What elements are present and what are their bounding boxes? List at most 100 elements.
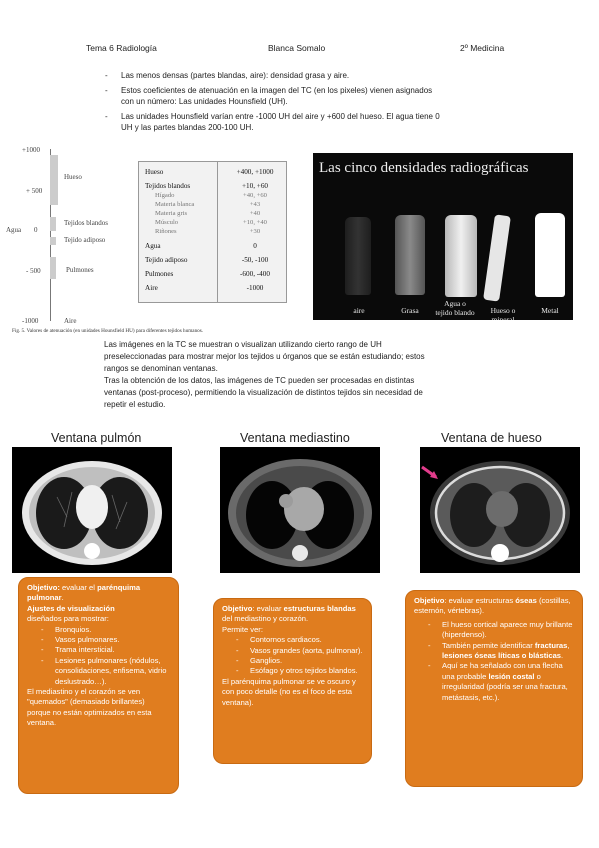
scale-hueso: Hueso [64,173,82,181]
table-tissue-name: Materia gris [155,210,188,217]
table-tissue-name: Pulmones [145,270,174,278]
header-left: Tema 6 Radiología [86,43,157,53]
label-metal: Metal [541,306,559,315]
ct-mediastinum-drawing [228,459,372,567]
box2-objetivo-rest: del mediastino y corazón. [222,614,309,624]
photo-title: Las cinco densidades radiográficas [319,160,529,176]
scale-tejido-adiposo: Tejido adiposo [64,236,106,244]
box3-item-2-fracturas: fracturas [534,640,568,650]
table-tissue-name: Aire [145,284,158,292]
title-ventana-hueso: Ventana de hueso [441,431,542,445]
ct-lung-window [12,447,172,573]
box3-item-3-post: o irregularidad (podría ser una fractura… [442,671,568,702]
box3-item-3-lesion: lesión costal [488,671,535,681]
bullet-2-cont: con un número: Las unidades Hounsfield (… [121,97,288,106]
box1-objetivo-bold: parénquima pulmonar [27,583,141,603]
box1-item-3: Trama intersticial. [55,645,115,655]
box2-objetivo-bold: estructuras blandas [283,604,356,613]
box2-permite: Permite ver: [222,624,263,634]
bone-object [483,214,511,302]
bullet-3: Las unidades Hounsfield varían entre -10… [121,111,440,121]
label-hueso: Hueso o mineral [490,306,516,320]
ct-bone-window [420,447,580,573]
five-densities-photo: Las cinco densidades radiográficas aire … [313,153,573,320]
box3-objetivo-rest: (costillas, esternón, vértebras). [414,596,571,616]
para-line-4: Tras la obtención de los datos, las imág… [104,376,415,385]
title-ventana-pulmon: Ventana pulmón [51,431,142,445]
para-line-2: preseleccionadas para mostrar mejor los … [104,352,425,361]
bottle-fat [395,215,425,295]
bottle-air [345,217,371,295]
box-mediastinum-window: Objetivo: evaluar estructuras blandas de… [213,598,372,764]
para-line-1: Las imágenes en la TC se muestran o visu… [104,340,382,349]
table-tissue-name: Tejidos blandos [145,182,191,190]
title-ventana-mediastino: Ventana mediastino [240,431,350,445]
header-author: Blanca Somalo [268,43,326,53]
scale-tejidos-blandos: Tejidos blandos [64,219,109,227]
box1-note: El mediastino y el corazón se ven "quema… [27,687,152,728]
tick-plus-1000: +1000 [22,146,40,154]
bullet-3-cont: UH y las partes blandas 200-100 UH. [121,123,254,132]
scale-pulmones: Pulmones [66,266,94,274]
box1-item-4: Lesiones pulmonares (nódulos, consolidac… [55,655,167,686]
box-bone-window: Objetivo: evaluar estructuras óseas (cos… [405,590,583,787]
box1-ajustes-text: diseñados para mostrar: [27,614,109,624]
box2-note: El parénquima pulmonar se ve oscuro y co… [222,676,356,707]
label-grasa: Grasa [401,306,419,315]
table-hu-value: +10, +40 [243,219,267,226]
bottle-water [445,215,477,297]
table-hu-value: -600, -400 [240,270,270,278]
table-hu-value: 0 [253,242,257,250]
box3-item-2-pre: También permite identificar [442,640,535,650]
table-hu-value: +40 [249,210,261,217]
box1-objetivo-label: Objetivo: [27,583,60,592]
box2-objetivo-text: : evaluar [252,604,284,613]
box2-item-1: Contornos cardiacos. [250,635,322,645]
soft-range-bar [50,217,56,231]
box3-item-2-post: . [561,651,564,661]
ct-lung-drawing [22,461,162,565]
table-hu-value: +400, +1000 [236,168,274,176]
table-tissue-name: Hígado [155,192,175,199]
box2-item-2: Vasos grandes (aorta, pulmonar). [250,645,363,655]
ct-bone-drawing [421,461,570,565]
tick-zero: 0 [34,226,38,234]
box2-objetivo-label: Objetivo [222,604,253,613]
para-line-3: rangos se denominan ventanas. [104,364,218,373]
table-tissue-name: Músculo [155,219,179,226]
table-hu-value: +43 [249,201,261,208]
bone-range-bar [50,155,58,205]
tick-plus-500: + 500 [26,187,43,195]
tick-minus-1000: -1000 [22,317,39,325]
agua-label: Agua [6,226,22,234]
box1-item-1: Bronquios. [55,624,92,634]
scale-caption: Fig. 5. Valores de atenuación (en unidad… [12,328,204,334]
table-divider [217,162,218,302]
box-lung-window: Objetivo: evaluar el parénquima pulmonar… [18,577,179,794]
box2-item-4: Esófago y otros tejidos blandos. [250,666,358,676]
ct-mediastinum-window [220,447,380,573]
label-aire: aire [353,306,365,315]
box3-item-2-lesiones: lesiones óseas líticas o blásticas [442,651,562,661]
scale-axis [50,149,51,321]
table-tissue-name: Agua [145,242,161,250]
intro-bullets: -Las menos densas (partes blandas, aire)… [105,71,440,132]
para-line-6: repetir el estudio. [104,400,166,409]
windows-paragraph: Las imágenes en la TC se muestran o visu… [104,339,504,411]
tick-minus-500: - 500 [26,267,41,275]
table-hu-value: +30 [249,228,261,235]
box2-item-3: Ganglios. [250,656,283,666]
header-course: 2º Medicina [460,43,505,53]
table-hu-value: -1000 [246,284,264,292]
para-line-5: ventanas (post-proceso), permitiendo la … [104,388,423,397]
table-hu-value: +40, +60 [243,192,267,199]
label-agua: Agua o tejido blando [435,299,475,317]
bottle-metal [535,213,565,297]
scale-aire: Aire [64,317,77,325]
fat-range-bar [50,237,56,245]
box3-item-1: El hueso cortical aparece muy brillante … [442,619,573,640]
box1-objetivo-text: evaluar el [59,583,98,592]
table-tissue-name: Materia blanca [155,201,195,208]
bullet-1: Las menos densas (partes blandas, aire):… [121,71,350,80]
